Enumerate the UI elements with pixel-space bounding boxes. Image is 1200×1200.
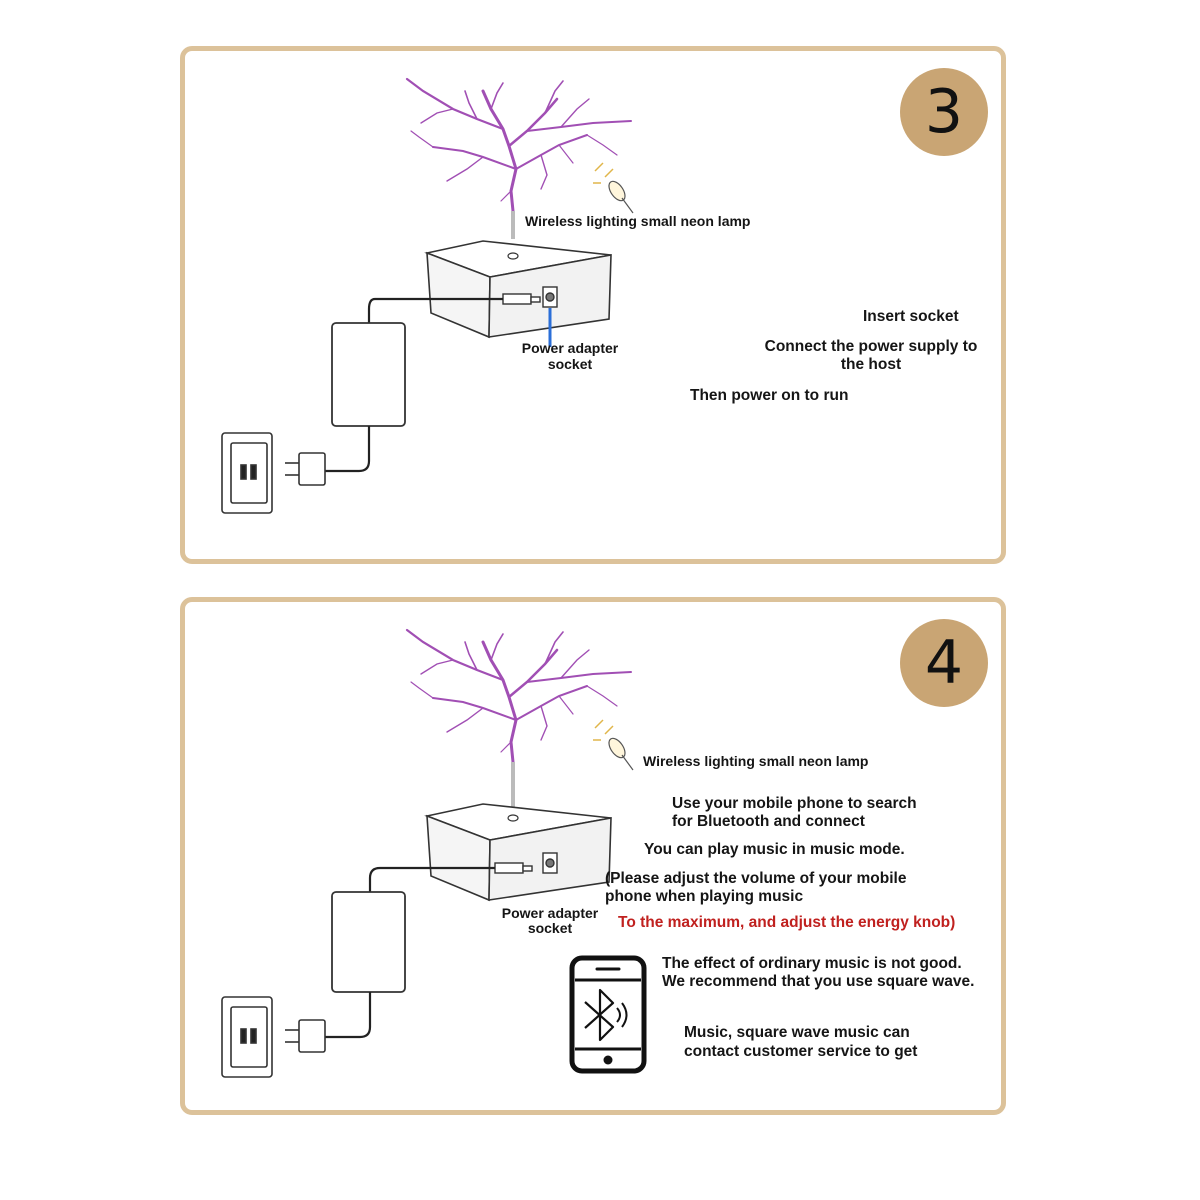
plasma-arc-icon (405, 628, 632, 764)
step-number-badge: 3 (900, 68, 988, 156)
step-4-illustration (221, 628, 647, 1078)
bluetooth-line-2: for Bluetooth and connect (672, 813, 865, 830)
adjust-knob-warning: To the maximum, and adjust the energy kn… (618, 914, 956, 931)
neon-lamp-icon (593, 719, 634, 771)
socket-label-line-2: socket (547, 356, 593, 372)
power-on-text: Then power on to run (690, 387, 849, 404)
host-box (424, 240, 612, 339)
socket-label-line-1: Power adapter (501, 905, 599, 921)
adjust-volume-line-2: phone when playing music (605, 888, 804, 905)
effect-line-2: We recommend that you use square wave. (662, 973, 975, 990)
music-mode-text: You can play music in music mode. (644, 841, 905, 858)
step-3-panel: 3 Wireless lighting small neon lamp Powe… (180, 46, 1006, 564)
lamp-label: Wireless lighting small neon lamp (525, 213, 751, 229)
bluetooth-line-1: Use your mobile phone to search (672, 795, 917, 812)
socket-label-line-1: Power adapter (521, 340, 619, 356)
ac-cable (325, 426, 371, 473)
power-adapter-icon (331, 322, 406, 427)
wall-outlet-icon (221, 996, 273, 1078)
adjust-volume-line-1: (Please adjust the volume of your mobile (605, 870, 907, 887)
dc-socket-icon (542, 286, 558, 308)
contact-line-1: Music, square wave music can (684, 1024, 910, 1041)
step-number-badge: 4 (900, 619, 988, 707)
lamp-label: Wireless lighting small neon lamp (643, 753, 869, 769)
connect-power-line-1: Connect the power supply to (764, 338, 978, 355)
ac-plug-icon (285, 452, 326, 486)
power-adapter-icon (331, 891, 406, 993)
connect-power-line-2: the host (840, 356, 902, 373)
ac-plug-icon (285, 1019, 326, 1053)
dc-cable (367, 297, 503, 323)
wall-outlet-icon (221, 432, 273, 514)
bluetooth-phone-icon (569, 955, 647, 1074)
step-4-panel: 4 Wireless lighting small neon lamp Use … (180, 597, 1006, 1115)
step-3-illustration (221, 77, 634, 514)
contact-line-2: contact customer service to get (684, 1043, 918, 1060)
host-box (424, 803, 612, 902)
dc-socket-icon (542, 852, 558, 874)
ac-cable (325, 992, 372, 1039)
dc-cable (368, 866, 495, 892)
plasma-arc-icon (405, 77, 632, 213)
insert-socket-text: Insert socket (863, 308, 959, 325)
neon-lamp-icon (593, 162, 634, 214)
effect-line-1: The effect of ordinary music is not good… (662, 955, 962, 972)
socket-label-line-2: socket (527, 920, 573, 936)
